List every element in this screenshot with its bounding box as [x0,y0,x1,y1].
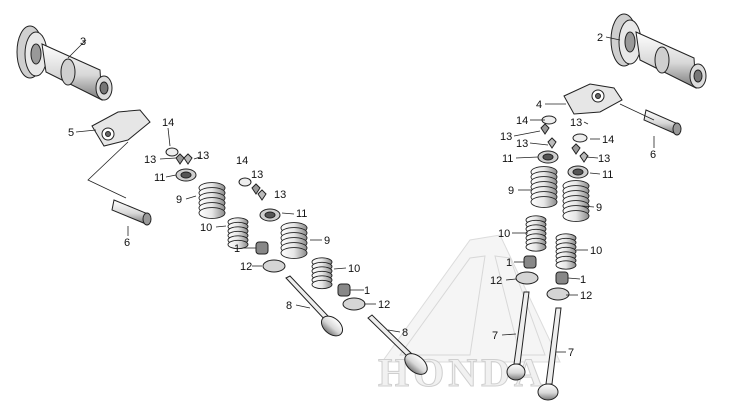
callout-9-d: 9 [596,202,602,214]
callout-7-a: 7 [492,330,498,342]
cotter-group [175,123,589,201]
callout-9-b: 9 [324,235,330,247]
callout-13-h: 13 [598,153,610,165]
callout-7-b: 7 [568,347,574,359]
callout-11-b: 11 [296,208,307,220]
valve-spring [562,180,590,222]
rocker-shaft-right [643,109,682,136]
callout-10-c: 10 [498,228,510,240]
callout-8-b: 8 [402,327,408,339]
callout-12-c: 12 [490,275,502,287]
spring-coil [198,207,226,219]
camshaft-left [16,25,113,101]
spring-coil [280,247,308,259]
callout-6-right: 6 [650,149,656,161]
callout-8-a: 8 [286,300,292,312]
retainer-group [175,150,589,222]
rocker-arm-right [563,83,623,115]
callout-13-b: 13 [197,150,209,162]
callout-14-a: 14 [162,117,174,129]
callout-9-a: 9 [176,194,182,206]
spring-coil [311,279,333,290]
callout-13-g: 13 [570,117,582,129]
valve-spring [555,233,577,270]
spring-coil [562,210,590,222]
callout-1-a: 1 [234,243,240,255]
callout-13-d: 13 [274,189,286,201]
valve-spring [198,182,226,219]
callout-1-c: 1 [506,257,512,269]
callout-3: 3 [80,36,86,48]
rocker-arm-left [91,109,151,147]
callout-labels: 3 2 4 5 6 6 14 13 13 11 9 10 1 12 8 14 1… [68,32,656,359]
rocker-shaft-left [111,199,152,226]
valve-left-upper [285,275,344,337]
callout-14-b: 14 [236,155,248,167]
leader-lines [67,36,655,353]
valve-spring [280,222,308,259]
callout-13-c: 13 [251,169,263,181]
valve-spring [227,217,249,250]
callout-10-d: 10 [590,245,602,257]
callout-4: 4 [536,99,542,111]
callout-2: 2 [597,32,603,44]
shim-group [165,115,588,187]
valve-right-upper [506,291,530,381]
valve-spring [525,215,547,252]
callout-10-a: 10 [200,222,212,234]
callout-12-d: 12 [580,290,592,302]
callout-5: 5 [68,127,74,139]
spring-coil [525,242,547,252]
valve-spring [311,257,333,290]
spring-group [198,166,590,290]
callout-10-b: 10 [348,263,360,275]
callout-11-c: 11 [502,153,513,165]
callout-14-d: 14 [602,134,614,146]
callout-12-b: 12 [378,299,390,311]
spring-coil [227,239,249,250]
valve-right-lower [537,307,562,401]
callout-11-a: 11 [154,172,165,184]
valve-spring [530,166,558,208]
callout-13-f: 13 [516,138,528,150]
callout-14-c: 14 [516,115,528,127]
callout-12-a: 12 [240,261,252,273]
callout-1-b: 1 [364,285,370,297]
callout-13-a: 13 [144,154,156,166]
callout-13-e: 13 [500,131,512,143]
callout-11-d: 11 [602,169,613,181]
callout-6-left: 6 [124,237,130,249]
valve-left-lower [367,314,428,375]
camshaft-right [610,13,707,89]
spring-coil [555,260,577,270]
spring-coil [530,196,558,208]
callout-9-c: 9 [508,185,514,197]
callout-1-d: 1 [580,274,586,286]
